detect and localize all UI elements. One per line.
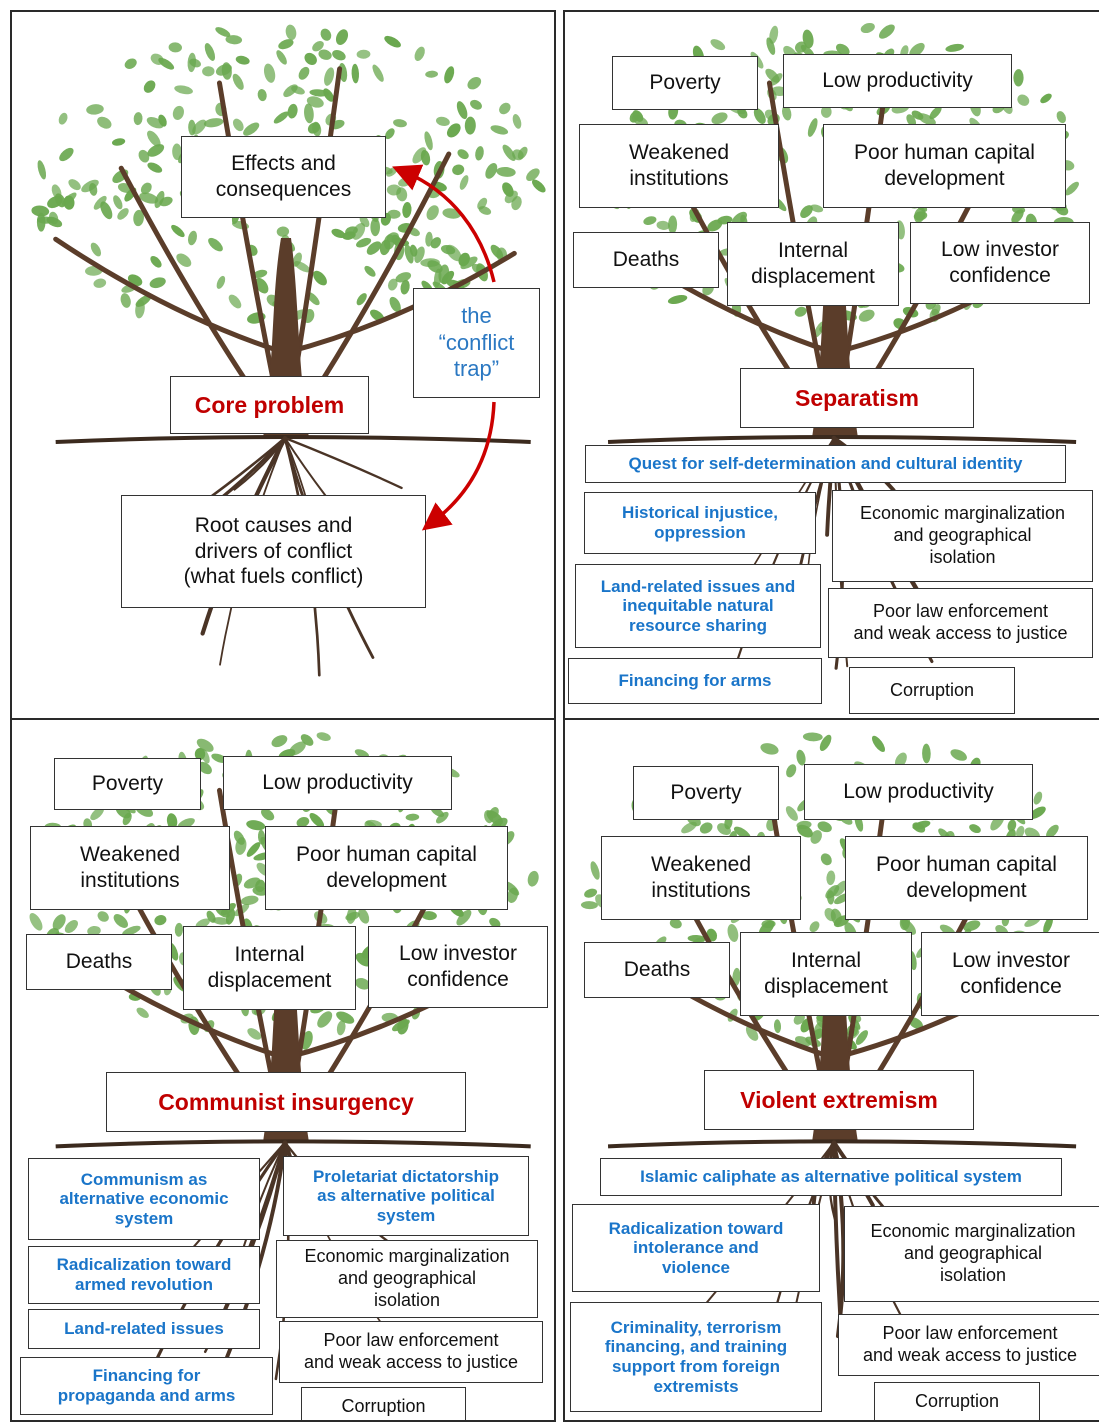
driver-financing-propaganda: Financing for propaganda and arms	[20, 1357, 273, 1415]
driver-economic-marginalization: Economic marginalization and geographica…	[844, 1206, 1099, 1302]
driver-self-determination: Quest for self-determination and cultura…	[585, 445, 1066, 483]
effect-low-investor-confidence: Low investor confidence	[921, 932, 1099, 1016]
effect-weakened-institutions: Weakened institutions	[601, 836, 801, 920]
effect-deaths: Deaths	[573, 232, 719, 288]
driver-corruption: Corruption	[849, 667, 1015, 714]
effect-poor-human-capital: Poor human capital development	[265, 826, 508, 910]
root-causes-box: Root causes and drivers of conflict (wha…	[121, 495, 426, 608]
driver-law-enforcement: Poor law enforcement and weak access to …	[838, 1314, 1099, 1376]
panel-communist-insurgency: Poverty Low productivity Weakened instit…	[10, 718, 556, 1422]
driver-corruption: Corruption	[874, 1382, 1040, 1420]
effect-internal-displacement: Internal displacement	[740, 932, 912, 1016]
driver-economic-marginalization: Economic marginalization and geographica…	[832, 490, 1093, 582]
effect-deaths: Deaths	[584, 942, 730, 998]
effect-deaths: Deaths	[26, 934, 172, 990]
core-problem-label: Core problem	[194, 391, 345, 418]
root-causes-label: Root causes and drivers of conflict (wha…	[183, 514, 364, 589]
effect-poor-human-capital: Poor human capital development	[823, 124, 1066, 208]
effect-internal-displacement: Internal displacement	[183, 926, 356, 1010]
effect-low-productivity: Low productivity	[783, 54, 1012, 108]
driver-land-issues: Land-related issues	[28, 1309, 260, 1349]
driver-law-enforcement: Poor law enforcement and weak access to …	[828, 588, 1093, 658]
effect-low-investor-confidence: Low investor confidence	[910, 222, 1090, 304]
driver-land-issues: Land-related issues and inequitable natu…	[575, 564, 821, 648]
driver-law-enforcement: Poor law enforcement and weak access to …	[279, 1321, 543, 1383]
driver-historical-injustice: Historical injustice, oppression	[584, 492, 816, 554]
driver-communism-economic: Communism as alternative economic system	[28, 1158, 260, 1240]
driver-islamic-caliphate: Islamic caliphate as alternative politic…	[600, 1158, 1062, 1196]
effects-label: Effects and consequences	[215, 152, 352, 201]
effect-low-productivity: Low productivity	[223, 756, 452, 810]
driver-proletariat-dictatorship: Proletariat dictatorship as alternative …	[283, 1156, 529, 1236]
core-problem-box: Violent extremism	[704, 1070, 974, 1130]
effect-weakened-institutions: Weakened institutions	[30, 826, 230, 910]
panel-separatism: Poverty Low productivity Weakened instit…	[563, 10, 1099, 720]
effect-poverty: Poverty	[612, 56, 758, 110]
effect-low-productivity: Low productivity	[804, 764, 1033, 820]
conflict-trap-box: the “conflict trap”	[413, 288, 540, 398]
effect-weakened-institutions: Weakened institutions	[579, 124, 779, 208]
core-problem-box: Communist insurgency	[106, 1072, 466, 1132]
driver-financing-arms: Financing for arms	[568, 658, 822, 704]
effect-low-investor-confidence: Low investor confidence	[368, 926, 548, 1008]
conflict-trap-label: the “conflict trap”	[438, 302, 515, 382]
effect-internal-displacement: Internal displacement	[727, 222, 899, 306]
panel-legend: Effects and consequences the “conflict t…	[10, 10, 556, 720]
effect-poor-human-capital: Poor human capital development	[845, 836, 1088, 920]
driver-corruption: Corruption	[301, 1387, 466, 1420]
driver-criminality-terrorism: Criminality, terrorism financing, and tr…	[570, 1302, 822, 1412]
driver-economic-marginalization: Economic marginalization and geographica…	[276, 1240, 538, 1318]
core-problem-box: Core problem	[170, 376, 369, 434]
driver-radicalization-revolution: Radicalization toward armed revolution	[28, 1246, 260, 1304]
effect-poverty: Poverty	[54, 758, 201, 810]
effect-poverty: Poverty	[633, 766, 779, 820]
panel-violent-extremism: Poverty Low productivity Weakened instit…	[563, 718, 1099, 1422]
core-problem-box: Separatism	[740, 368, 974, 428]
driver-radicalization-violence: Radicalization toward intolerance and vi…	[572, 1204, 820, 1292]
effects-box: Effects and consequences	[181, 136, 386, 218]
